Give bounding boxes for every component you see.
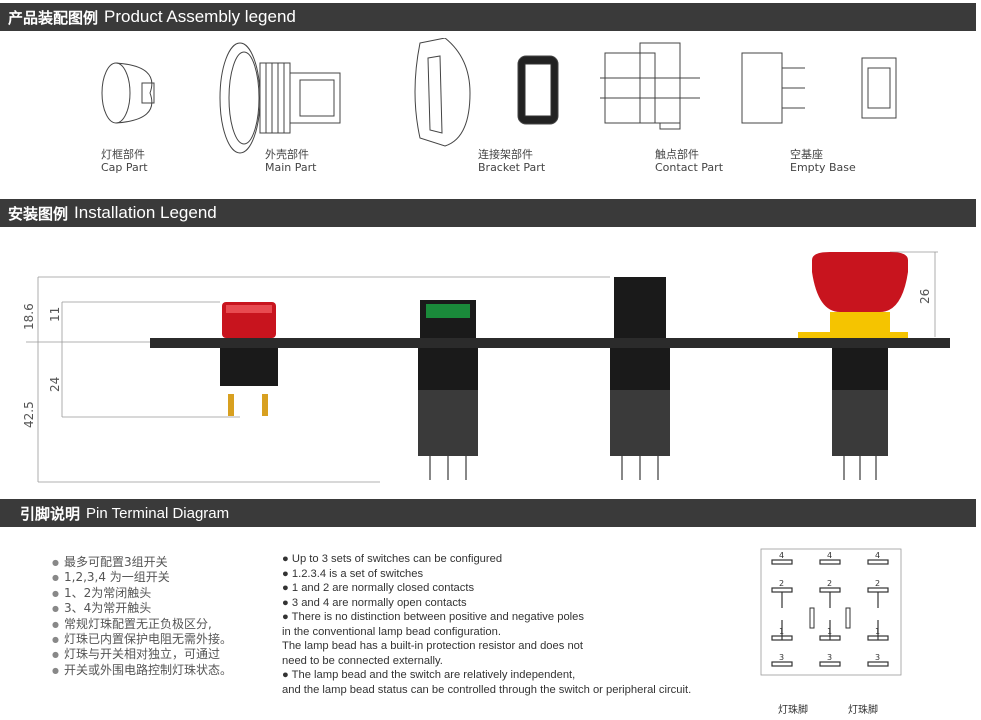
pins-header: 引脚说明 Pin Terminal Diagram <box>0 499 976 527</box>
dim-lower-total: 42.5 <box>22 401 36 428</box>
pin-number: 2 <box>779 579 784 588</box>
note-en: The lamp bead has a built-in protection … <box>282 640 583 652</box>
note-en: ● 1.2.3.4 is a set of switches <box>282 567 424 580</box>
note-cn: 常规灯珠配置无正负极区分, <box>52 617 232 633</box>
pin-number: 2 <box>875 579 880 588</box>
dim-mushroom: 26 <box>918 288 932 304</box>
pin-terminal <box>819 661 841 667</box>
cap-part-drawing <box>101 62 155 124</box>
pin-number: 3 <box>875 653 880 662</box>
note-cn: 灯珠已内置保护电阻无需外接。 <box>52 632 232 648</box>
mounting-panel <box>150 338 950 348</box>
green-switch <box>418 300 478 480</box>
pin-terminal <box>867 661 889 667</box>
note-en: in the conventional lamp bead configurat… <box>282 625 501 638</box>
note-cn: 开关或外围电路控制灯珠状态。 <box>52 663 232 679</box>
note-en: ● Up to 3 sets of switches can be config… <box>282 553 503 565</box>
pins-title-cn: 引脚说明 <box>20 504 81 523</box>
empty-base-drawing <box>741 52 897 124</box>
assembly-drawings <box>101 38 897 154</box>
dim-cap: 11 <box>48 306 62 322</box>
notes-en: ● Up to 3 sets of switches can be config… <box>282 552 691 697</box>
pin-terminal <box>771 559 793 565</box>
pin-number: 4 <box>875 551 880 560</box>
installation-title-en: Installation Legend <box>74 203 217 222</box>
contact-part-drawing <box>600 42 700 130</box>
note-cn: 3、4为常开触头 <box>52 601 232 617</box>
note-en: ● There is no distinction between positi… <box>282 611 584 623</box>
pin-number: 4 <box>779 551 784 560</box>
main-part-drawing <box>219 42 341 154</box>
emergency-switch <box>798 252 908 480</box>
assembly-title-en: Product Assembly legend <box>104 7 296 26</box>
pin-terminal <box>867 559 889 565</box>
note-cn: 最多可配置3组开关 <box>52 555 232 571</box>
assembly-header: 产品装配图例 Product Assembly legend <box>0 3 976 31</box>
bracket-part-drawing <box>414 38 559 147</box>
installation-drawing <box>26 251 950 483</box>
installation-title-cn: 安装图例 <box>8 204 69 223</box>
red-switch <box>220 302 278 416</box>
pins-title-en: Pin Terminal Diagram <box>86 504 230 522</box>
note-en: ● The lamp bead and the switch are relat… <box>282 669 576 681</box>
pin-number: 3 <box>779 653 784 662</box>
pin-number: 4 <box>827 551 832 560</box>
note-en: and the lamp bead status can be controll… <box>282 683 692 696</box>
dim-total: 18.6 <box>22 303 36 330</box>
pin-terminal <box>771 661 793 667</box>
installation-header: 安装图例 Installation Legend <box>0 199 976 227</box>
pin-terminal <box>819 559 841 565</box>
pin-number: 2 <box>827 579 832 588</box>
pin-number: 3 <box>827 653 832 662</box>
lamp-pin-label-left: 灯珠脚 <box>778 705 808 716</box>
dim-lower: 24 <box>48 376 62 392</box>
assembly-title-cn: 产品装配图例 <box>8 8 99 27</box>
note-en: ● 3 and 4 are normally open contacts <box>282 596 467 609</box>
note-en: need to be connected externally. <box>282 654 443 667</box>
note-en: ● 1 and 2 are normally closed contacts <box>282 582 475 594</box>
lamp-pin-label-right: 灯珠脚 <box>848 705 878 716</box>
note-cn: 灯珠与开关相对独立，可通过 <box>52 647 232 663</box>
black-switch <box>610 277 670 480</box>
note-cn: 1,2,3,4 为一组开关 <box>52 570 232 586</box>
notes-cn: 最多可配置3组开关 1,2,3,4 为一组开关 1、2为常闭触头 3、4为常开触… <box>52 555 232 679</box>
note-cn: 1、2为常闭触头 <box>52 586 232 602</box>
